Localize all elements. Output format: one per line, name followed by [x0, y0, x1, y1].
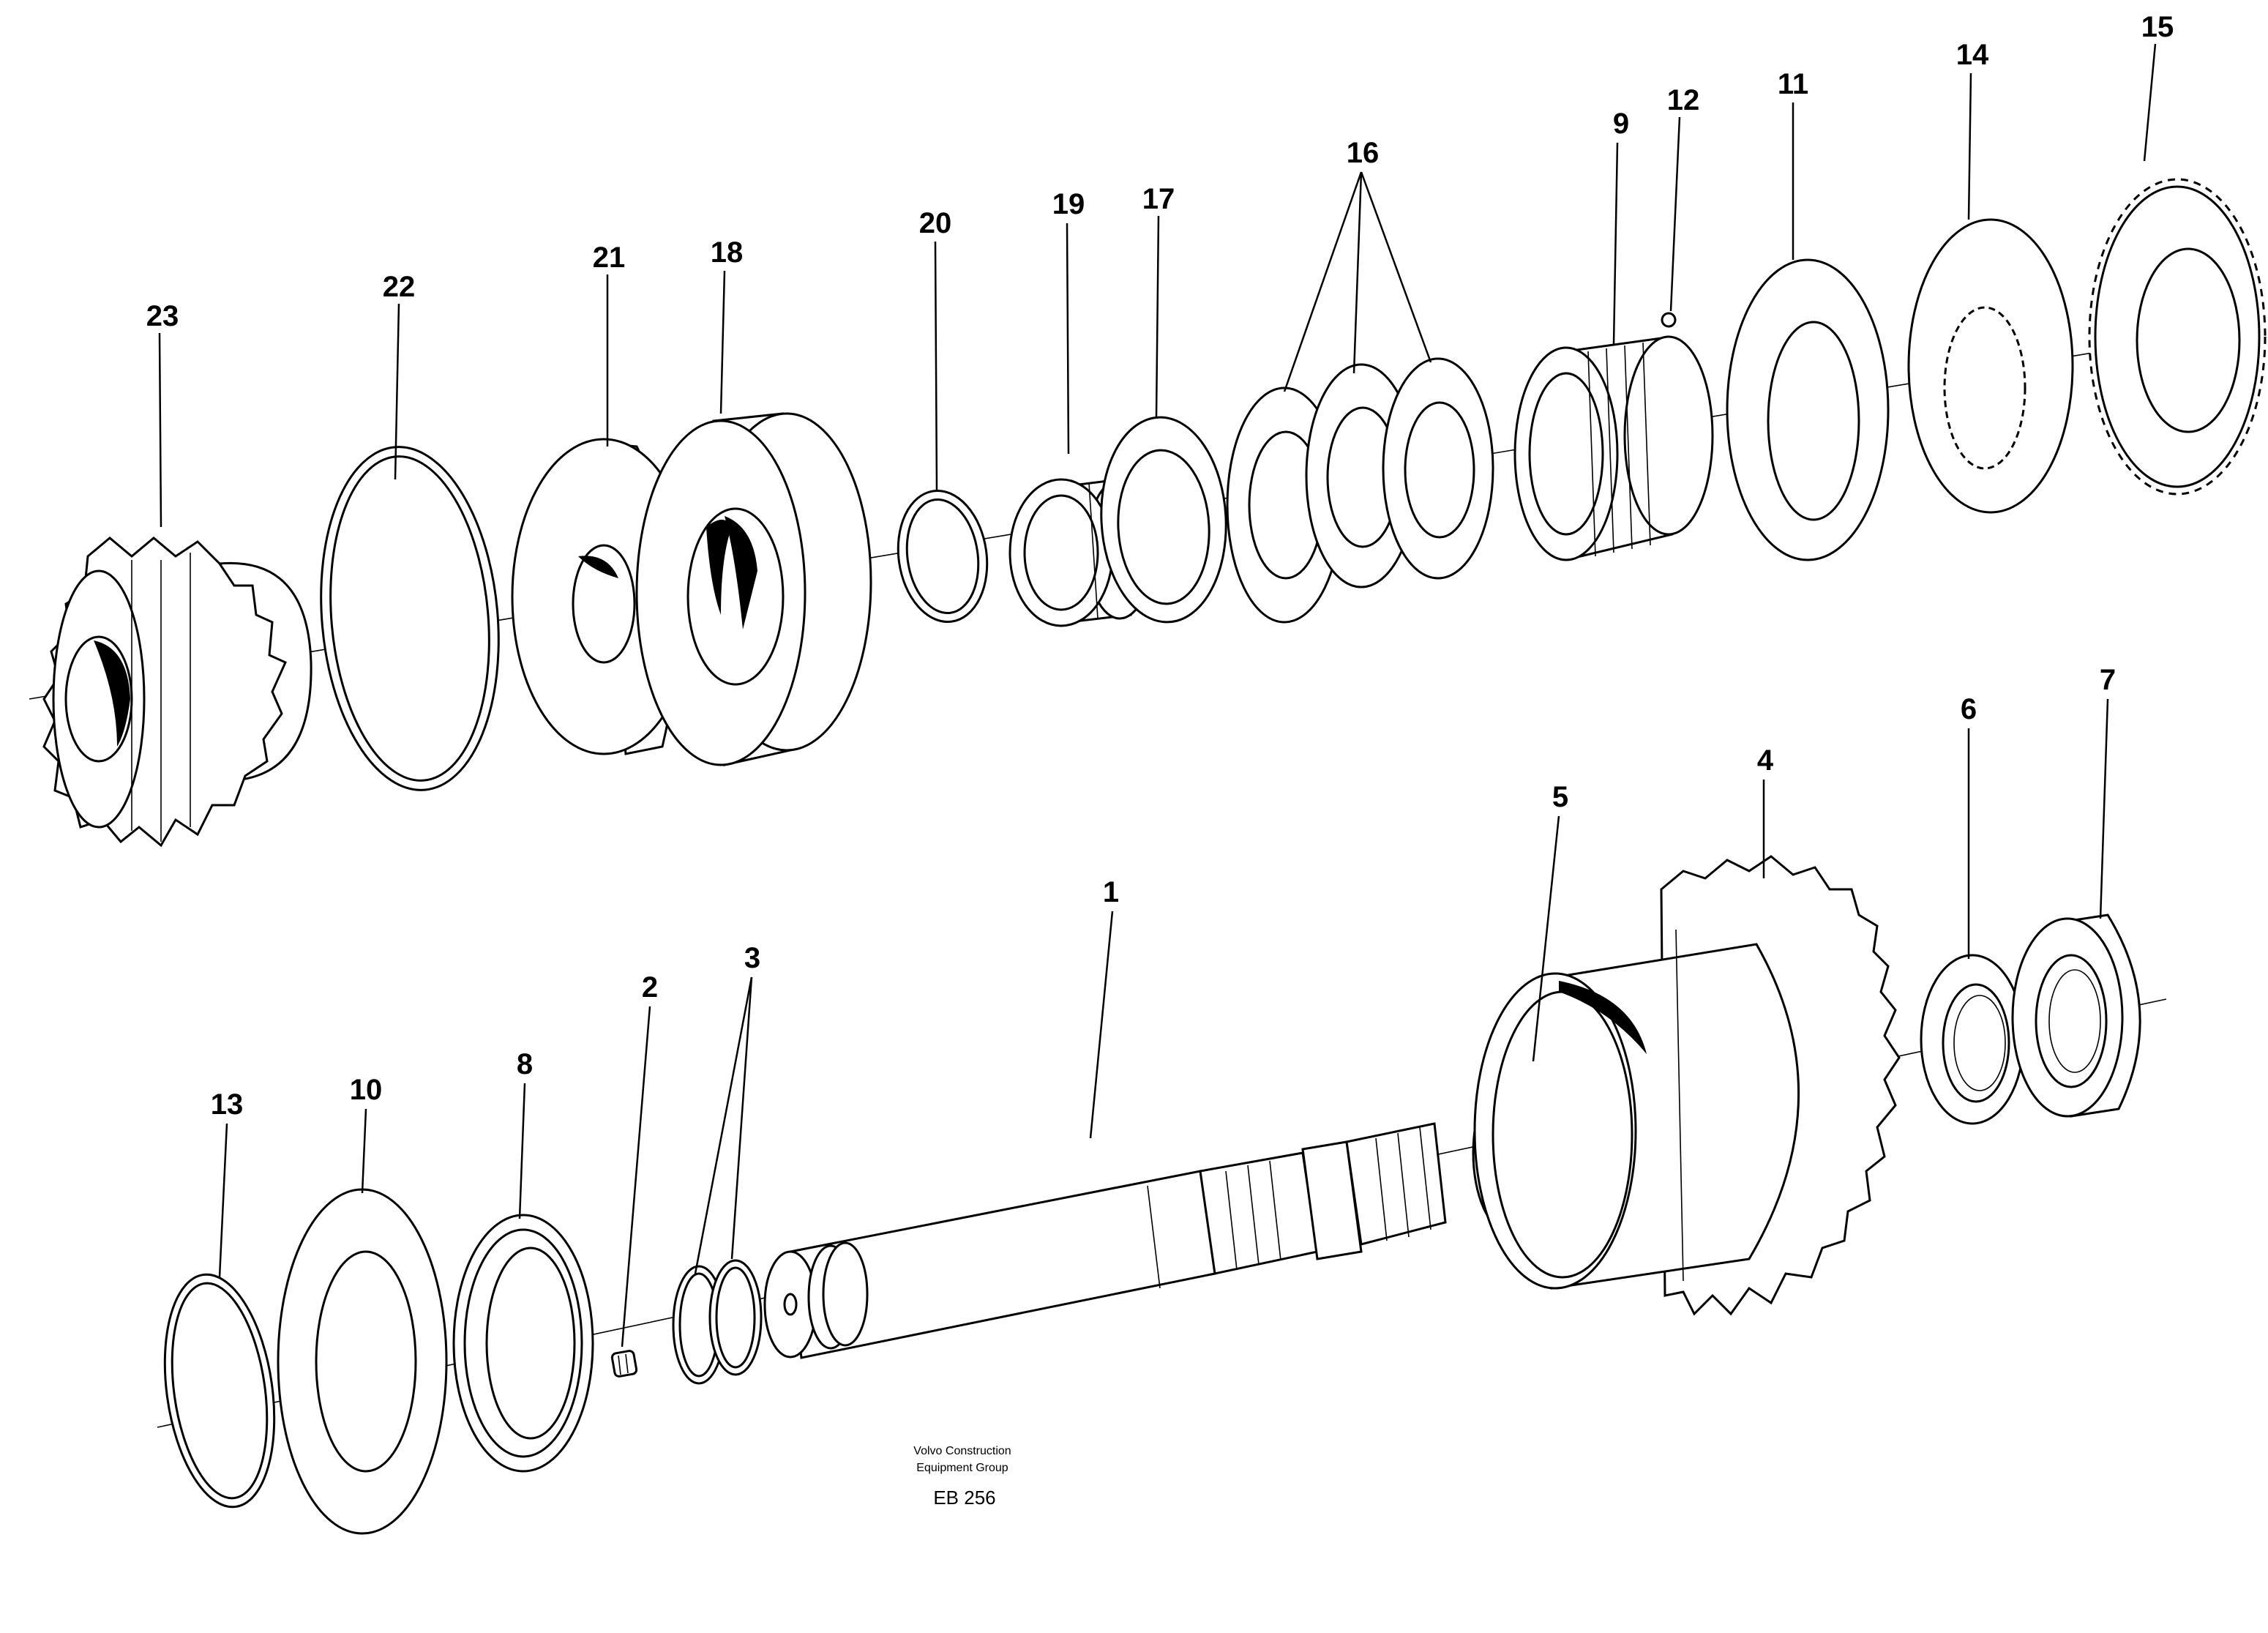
- part-17-washer: [1100, 416, 1227, 624]
- part-12-ball: [1661, 312, 1677, 328]
- callout-5: 5: [1552, 781, 1568, 813]
- callout-1: 1: [1103, 876, 1119, 908]
- leader-lines: [158, 43, 2157, 1348]
- callout-18: 18: [711, 236, 744, 269]
- callout-2: 2: [642, 971, 658, 1004]
- part-1-shaft: [763, 1122, 1447, 1359]
- credit-line-2: Equipment Group: [916, 1462, 1008, 1474]
- callout-10: 10: [350, 1074, 383, 1106]
- callout-16: 16: [1347, 137, 1380, 169]
- callout-12: 12: [1667, 84, 1700, 116]
- drawing-code: EB 256: [933, 1487, 995, 1509]
- callout-3: 3: [744, 942, 760, 974]
- callout-9: 9: [1613, 108, 1629, 140]
- part-6-bearing: [1920, 954, 2025, 1125]
- callout-15: 15: [2141, 11, 2174, 43]
- part-20-ring: [897, 489, 989, 624]
- part-23-gear: [42, 537, 312, 848]
- callout-19: 19: [1052, 188, 1085, 220]
- callout-14: 14: [1956, 39, 1989, 71]
- part-8-ring: [452, 1214, 594, 1473]
- part-16-disc-c: [1382, 357, 1494, 580]
- callout-17: 17: [1142, 183, 1175, 215]
- part-15-toothed-disc: [2088, 178, 2267, 496]
- callout-11: 11: [1778, 68, 1808, 100]
- callout-4: 4: [1757, 744, 1774, 777]
- callouts: 23 22 21 18 20 19 17 16 9 12 11 14 15 1 …: [146, 11, 2174, 1121]
- callout-6: 6: [1961, 693, 1977, 725]
- part-7-bearing: [2011, 913, 2141, 1118]
- part-13-retaining-ring: [163, 1273, 276, 1509]
- part-22-ring: [320, 446, 500, 791]
- credit-line-1: Volvo Construction: [913, 1445, 1011, 1457]
- callout-23: 23: [146, 300, 179, 332]
- callout-7: 7: [2100, 664, 2116, 696]
- part-11-washer: [1726, 258, 1890, 561]
- part-18-housing: [635, 412, 872, 766]
- part-4-gear-drum: [1473, 855, 1901, 1316]
- part-9-splined-hub: [1513, 335, 1714, 561]
- callout-20: 20: [919, 207, 952, 239]
- part-10-washer: [277, 1188, 448, 1535]
- callout-8: 8: [517, 1048, 533, 1080]
- part-14-friction-disc: [1907, 218, 2074, 514]
- callout-21: 21: [593, 242, 626, 274]
- credit-block: Volvo Construction Equipment Group EB 25…: [913, 1445, 1011, 1509]
- part-3-snap-ring-b: [708, 1259, 763, 1376]
- callout-22: 22: [383, 271, 416, 303]
- callout-13: 13: [211, 1088, 244, 1121]
- part-2-plug: [610, 1350, 638, 1378]
